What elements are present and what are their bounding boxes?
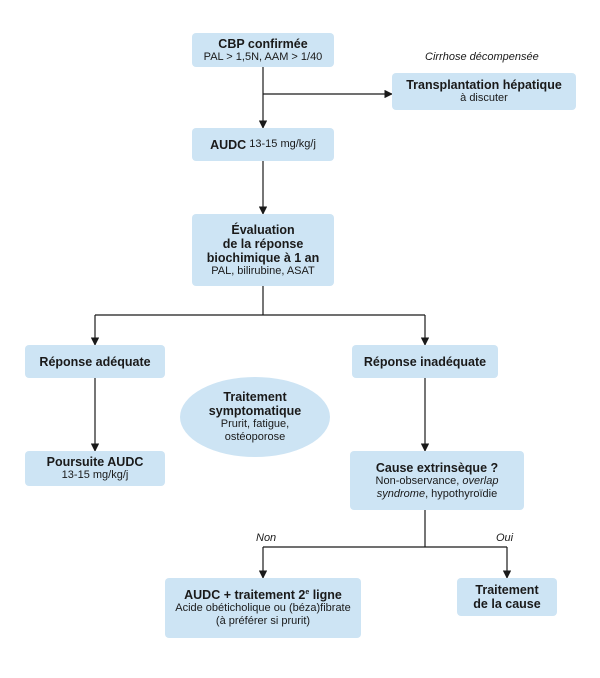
node-dose: 13-15 mg/kg/j: [249, 138, 316, 150]
node-title-line2: de la cause: [473, 597, 541, 611]
node-title: Poursuite AUDC: [46, 455, 144, 469]
node-traitement-cause: Traitement de la cause: [457, 578, 557, 616]
cause-text-c: syndrome: [376, 487, 426, 500]
node-title: Réponse adéquate: [39, 354, 151, 369]
node-reponse-inadequate: Réponse inadéquate: [352, 345, 498, 378]
title-part-b: ligne: [309, 588, 342, 602]
node-title: Cause extrinsèque ?: [375, 460, 499, 475]
node-subtitle: PAL > 1,5N, AAM > 1/40: [203, 50, 323, 63]
node-traitement-symptomatique: Traitement symptomatique Prurit, fatigue…: [180, 377, 330, 457]
node-title: AUDC: [210, 137, 247, 152]
node-title: Réponse inadéquate: [363, 354, 487, 369]
node-subtitle: à discuter: [460, 92, 508, 104]
node-reponse-adequate: Réponse adéquate: [25, 345, 165, 378]
node-title: CBP confirmée: [218, 36, 308, 51]
node-subtitle: PAL, bilirubine, ASAT: [211, 264, 315, 277]
node-title-line1: Traitement: [475, 583, 539, 597]
node-subtitle-line2: ostéoporose: [224, 431, 286, 443]
node-title-line1: Évaluation: [231, 222, 295, 237]
cause-text-a: Non-observance,: [375, 474, 463, 487]
label-oui: Oui: [496, 532, 514, 544]
node-title: AUDC + traitement 2e ligne: [184, 588, 342, 602]
node-poursuite-audc: Poursuite AUDC 13-15 mg/kg/j: [25, 451, 165, 486]
cause-text-d: , hypothyroïdie: [425, 487, 498, 500]
node-title-line2: de la réponse: [222, 236, 304, 251]
node-subtitle-line1: Non-observance, overlap: [376, 475, 499, 488]
title-part-a: AUDC + traitement 2: [184, 588, 306, 602]
node-transplantation: Transplantation hépatique à discuter: [392, 73, 576, 110]
cause-text-b: overlap: [462, 474, 499, 487]
node-evaluation: Évaluation de la réponse biochimique à 1…: [192, 214, 334, 286]
node-cause-extrinseque: Cause extrinsèque ? Non-observance, over…: [350, 451, 524, 510]
node-subtitle: 13-15 mg/kg/j: [61, 469, 129, 481]
node-audc: AUDC 13-15 mg/kg/j: [192, 128, 334, 161]
label-cirrhose: Cirrhose décompensée: [425, 51, 539, 63]
node-title: Transplantation hépatique: [406, 78, 562, 92]
node-subtitle-line2: (à préférer si prurit): [215, 615, 311, 627]
node-subtitle-line1: Acide obéticholique ou (béza)fibrate: [175, 602, 351, 614]
label-non: Non: [256, 532, 277, 544]
node-subtitle-line2: syndrome, hypothyroïdie: [377, 488, 497, 501]
node-title-line1: Traitement: [223, 390, 287, 404]
title-superscript: e: [305, 588, 310, 596]
node-cbp-confirmee: CBP confirmée PAL > 1,5N, AAM > 1/40: [192, 33, 334, 67]
node-subtitle-line1: Prurit, fatigue,: [220, 418, 290, 430]
node-title-line2: symptomatique: [208, 404, 302, 418]
node-title-line3: biochimique à 1 an: [206, 250, 320, 265]
node-audc-traitement-2e-ligne: AUDC + traitement 2e ligne Acide obétich…: [165, 578, 361, 638]
